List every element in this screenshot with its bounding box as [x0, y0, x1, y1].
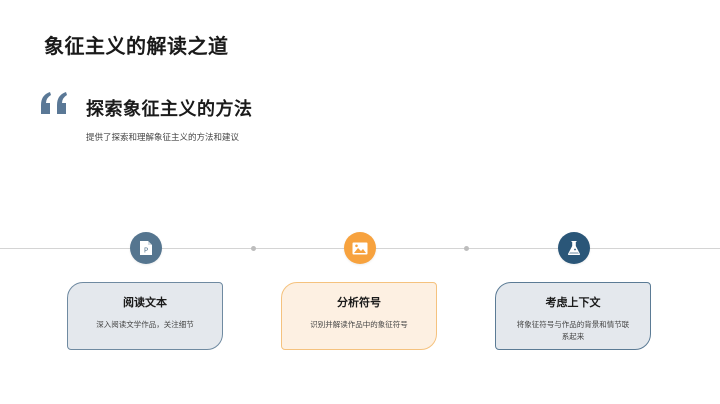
- step-card-analyze: 分析符号 识别并解读作品中的象征符号: [281, 282, 437, 350]
- step-card-context: 考虑上下文 将象征符号与作品的背景和情节联系起来: [495, 282, 651, 350]
- timeline-dot: [463, 245, 469, 251]
- timeline-node-context: [558, 232, 590, 264]
- step-card-title: 阅读文本: [123, 296, 167, 309]
- step-card-description: 深入阅读文学作品，关注细节: [96, 320, 194, 329]
- flask-icon: [567, 241, 581, 255]
- quote-open-icon: [41, 92, 67, 114]
- step-card-read: 阅读文本 深入阅读文学作品，关注细节: [67, 282, 223, 350]
- timeline-node-analyze: [344, 232, 376, 264]
- step-card-description: 将象征符号与作品的背景和情节联系起来: [516, 320, 630, 341]
- timeline-dot: [250, 245, 256, 251]
- slide-title: 象征主义的解读之道: [44, 34, 229, 58]
- section-subtitle: 提供了探索和理解象征主义的方法和建议: [86, 133, 240, 143]
- image-icon: [352, 242, 368, 254]
- step-card-description: 识别并解读作品中的象征符号: [310, 320, 408, 329]
- powerpoint-file-icon: P: [140, 241, 152, 255]
- section-heading: 探索象征主义的方法: [86, 99, 253, 120]
- timeline-node-read: P: [130, 232, 162, 264]
- step-card-title: 分析符号: [337, 296, 381, 309]
- step-card-title: 考虑上下文: [545, 296, 601, 309]
- svg-text:P: P: [144, 247, 148, 255]
